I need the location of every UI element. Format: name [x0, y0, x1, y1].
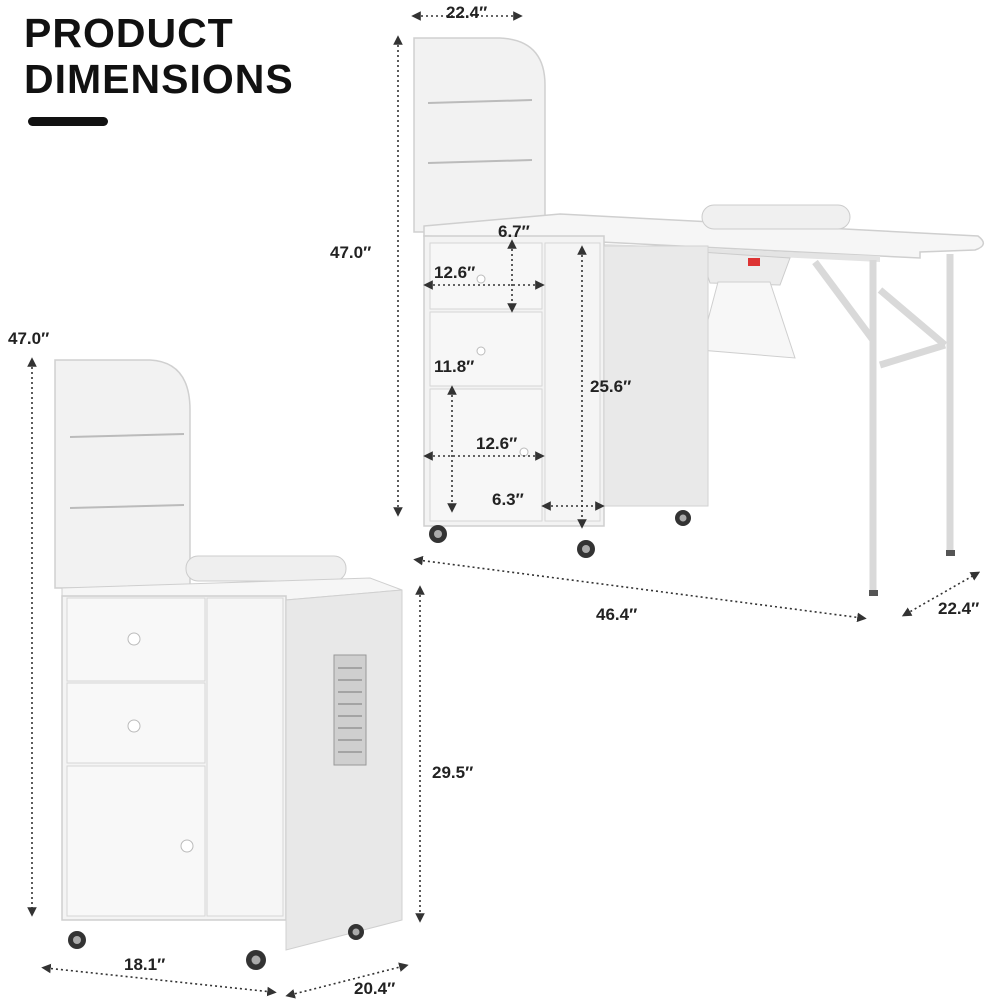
page-title: PRODUCT DIMENSIONS	[24, 10, 294, 102]
title-underline	[28, 117, 108, 126]
table-caster-icon	[429, 510, 691, 558]
table-legs	[812, 254, 954, 592]
title-line-1: PRODUCT	[24, 10, 234, 56]
dim-table-top-width: 22.4″	[446, 3, 487, 22]
nail-cart	[54, 359, 403, 970]
vent-grille-icon	[333, 654, 367, 766]
table-drawer-2	[429, 311, 543, 387]
table-cabinet-side	[603, 245, 709, 507]
dim-cart-body-height: 29.5″	[432, 763, 473, 782]
nail-table	[413, 37, 984, 596]
cart-side	[285, 589, 403, 951]
dim-cart-depth: 20.4″	[354, 979, 395, 998]
dimension-lines	[27, 11, 981, 999]
dim-door-width: 12.6″	[476, 434, 517, 453]
cart-armrest	[185, 555, 347, 582]
title-line-2: DIMENSIONS	[24, 56, 294, 102]
dim-cart-width: 18.1″	[124, 955, 165, 974]
power-switch-icon	[748, 258, 760, 266]
dim-table-height: 47.0″	[330, 243, 371, 262]
cart-back-panel	[54, 359, 191, 589]
dim-cabinet-height: 25.6″	[590, 377, 631, 396]
dim-drawer-top-width: 12.6″	[434, 263, 475, 282]
dim-side-depth: 6.3″	[492, 490, 524, 509]
dim-drawer-mid-height: 11.8″	[434, 357, 474, 376]
table-back-panel	[413, 37, 546, 233]
dim-table-length: 46.4″	[596, 605, 637, 624]
dim-table-depth: 22.4″	[938, 599, 979, 618]
dim-drawer-top-height: 6.7″	[498, 222, 530, 241]
dim-cart-height: 47.0″	[8, 329, 49, 348]
dust-collector	[699, 251, 791, 286]
table-drawer-1	[429, 242, 543, 310]
table-armrest	[701, 204, 851, 230]
table-top	[423, 213, 984, 259]
cart-door	[66, 765, 206, 917]
